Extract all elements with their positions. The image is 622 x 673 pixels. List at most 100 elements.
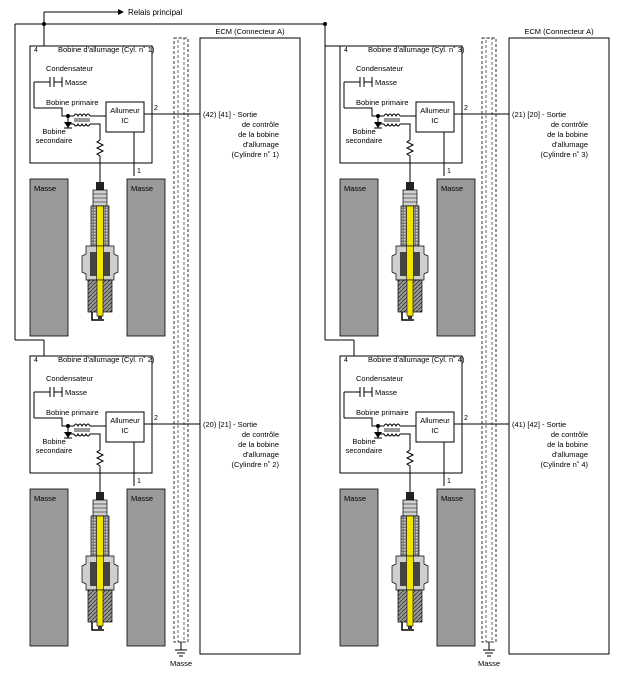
ecm-terminal-desc: de contrôle bbox=[551, 120, 588, 129]
wire bbox=[67, 433, 74, 438]
secondary-coil-icon bbox=[73, 122, 91, 127]
wire bbox=[377, 433, 384, 438]
coil-title: Bobine d'allumage (Cyl. n˚ 2) bbox=[58, 355, 155, 364]
ecm-terminal-label: (20) [21] - Sortie bbox=[203, 420, 257, 429]
condenser-ground-label: Masse bbox=[65, 78, 87, 87]
ecm-terminal-desc: de contrôle bbox=[242, 120, 279, 129]
resistor-icon bbox=[405, 449, 415, 473]
ecm-terminal-desc: de contrôle bbox=[242, 430, 279, 439]
igniter-label-1: Allumeur bbox=[110, 106, 140, 115]
ignition-coil-module-3: 4 Bobine d'allumage (Cyl. n˚ 2) Condensate… bbox=[29, 355, 279, 647]
igniter-ic-box bbox=[415, 101, 455, 133]
masse-block-right-label: Masse bbox=[441, 494, 463, 503]
wire bbox=[377, 123, 384, 128]
condenser-ground-label: Masse bbox=[375, 388, 397, 397]
condenser-label: Condensateur bbox=[46, 374, 94, 383]
resistor-icon bbox=[95, 449, 105, 473]
masse-block-left bbox=[339, 178, 379, 337]
primary-coil-icon bbox=[383, 113, 401, 118]
ecm-terminal-desc: d'allumage bbox=[243, 140, 279, 149]
primary-coil-label: Bobine primaire bbox=[356, 98, 409, 107]
spark-plug-icon bbox=[81, 181, 119, 321]
condenser-ground-label: Masse bbox=[65, 388, 87, 397]
ecm-terminal-desc: (Cylindre n˚ 4) bbox=[540, 460, 588, 469]
secondary-wire bbox=[400, 433, 411, 450]
condenser-ground-label: Masse bbox=[375, 78, 397, 87]
coil-title: Bobine d'allumage (Cyl. n˚ 3) bbox=[368, 45, 465, 54]
spark-plug-icon bbox=[391, 181, 429, 321]
primary-coil-icon bbox=[383, 423, 401, 428]
secondary-wire bbox=[90, 433, 101, 450]
primary-coil-icon bbox=[73, 423, 91, 428]
ground-label: Masse bbox=[170, 659, 192, 668]
ecm-terminal-desc: d'allumage bbox=[243, 450, 279, 459]
masse-block-left bbox=[29, 488, 69, 647]
spark-plug-icon bbox=[81, 491, 119, 631]
secondary-coil-icon bbox=[73, 432, 91, 437]
igniter-label-2: IC bbox=[121, 116, 129, 125]
ecm-terminal-desc: (Cylindre n˚ 3) bbox=[540, 150, 588, 159]
ecm-terminal-desc: d'allumage bbox=[552, 450, 588, 459]
igniter-label-2: IC bbox=[121, 426, 129, 435]
igniter-ic-box bbox=[105, 411, 145, 443]
ecm-terminal-label: (41) [42] - Sortie bbox=[512, 420, 566, 429]
igniter-label-1: Allumeur bbox=[420, 416, 450, 425]
ground-label: Masse bbox=[478, 659, 500, 668]
pin-1-label: 1 bbox=[137, 168, 141, 175]
secondary-coil-icon bbox=[383, 432, 401, 437]
igniter-ic-box bbox=[105, 101, 145, 133]
ecm-terminal-label: (21) [20] - Sortie bbox=[512, 110, 566, 119]
masse-block-right bbox=[126, 178, 166, 337]
condenser-label: Condensateur bbox=[356, 374, 404, 383]
pin-2-label: 2 bbox=[464, 105, 468, 112]
spark-plug-icon bbox=[391, 491, 429, 631]
secondary-coil-label-1: Bobine bbox=[42, 127, 65, 136]
masse-block-right-label: Masse bbox=[131, 184, 153, 193]
resistor-icon bbox=[95, 139, 105, 163]
primary-coil-label: Bobine primaire bbox=[46, 98, 99, 107]
primary-coil-icon bbox=[73, 113, 91, 118]
pin-2-label: 2 bbox=[464, 415, 468, 422]
secondary-coil-label-1: Bobine bbox=[352, 127, 375, 136]
igniter-label-1: Allumeur bbox=[110, 416, 140, 425]
masse-block-left bbox=[29, 178, 69, 337]
ecm-terminal-label: (42) [41] - Sortie bbox=[203, 110, 257, 119]
ecm-terminal-desc: de la bobine bbox=[547, 130, 588, 139]
pin-4-label: 4 bbox=[344, 357, 348, 364]
ecm-terminal-desc: (Cylindre n˚ 1) bbox=[231, 150, 279, 159]
masse-block-left-label: Masse bbox=[34, 494, 56, 503]
coil-title: Bobine d'allumage (Cyl. n˚ 4) bbox=[368, 355, 465, 364]
ecm-title: ECM (Connecteur A) bbox=[215, 27, 285, 36]
igniter-label-1: Allumeur bbox=[420, 106, 450, 115]
pin-1-label: 1 bbox=[447, 478, 451, 485]
ecm-terminal-desc: de la bobine bbox=[547, 440, 588, 449]
wire bbox=[67, 123, 74, 128]
ecm-box bbox=[508, 37, 610, 655]
masse-block-left-label: Masse bbox=[34, 184, 56, 193]
ecm-terminal-desc: (Cylindre n˚ 2) bbox=[231, 460, 279, 469]
ecm-terminal-desc: de la bobine bbox=[238, 130, 279, 139]
ecm-title: ECM (Connecteur A) bbox=[524, 27, 594, 36]
ignition-coil-module-4: 4 Bobine d'allumage (Cyl. n˚ 4) Condensate… bbox=[339, 355, 588, 647]
pin-4-label: 4 bbox=[34, 47, 38, 54]
shield-ground-line bbox=[173, 37, 189, 643]
pin-4-label: 4 bbox=[34, 357, 38, 364]
secondary-coil-label-2: secondaire bbox=[36, 446, 73, 455]
pin-1-label: 1 bbox=[137, 478, 141, 485]
igniter-ic-box bbox=[415, 411, 455, 443]
primary-coil-label: Bobine primaire bbox=[46, 408, 99, 417]
secondary-coil-label-2: secondaire bbox=[346, 136, 383, 145]
ecm-terminal-desc: de contrôle bbox=[551, 430, 588, 439]
ecm-terminal-desc: d'allumage bbox=[552, 140, 588, 149]
masse-block-right bbox=[436, 178, 476, 337]
relay-label: Relais principal bbox=[128, 8, 182, 17]
igniter-label-2: IC bbox=[431, 116, 439, 125]
masse-block-left-label: Masse bbox=[344, 184, 366, 193]
shield-ground-line bbox=[177, 37, 185, 643]
condenser-label: Condensateur bbox=[356, 64, 404, 73]
ecm-box bbox=[199, 37, 301, 655]
pin-2-label: 2 bbox=[154, 415, 158, 422]
